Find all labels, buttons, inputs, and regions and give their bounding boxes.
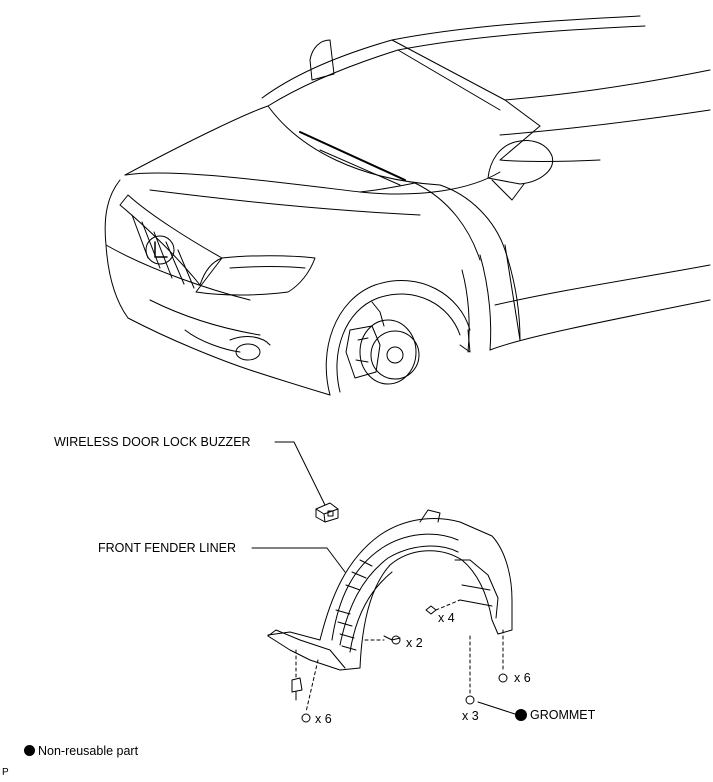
qty-x4: x 4 xyxy=(438,611,455,625)
legend-text: Non-reusable part xyxy=(38,744,139,758)
fender-liner-drawing xyxy=(251,509,513,671)
legend-non-reusable: Non-reusable part xyxy=(24,744,138,758)
grommet-marker-icon xyxy=(515,709,527,721)
buzzer-callout xyxy=(274,441,339,523)
filled-circle-icon xyxy=(24,745,35,756)
qty-x3: x 3 xyxy=(462,709,479,723)
figure-code: P xyxy=(2,767,9,778)
grommet-label: GROMMET xyxy=(530,708,596,722)
buzzer-label: WIRELESS DOOR LOCK BUZZER xyxy=(54,435,251,449)
fasteners xyxy=(291,599,516,723)
vehicle-drawing xyxy=(104,15,711,396)
qty-x6-left: x 6 xyxy=(315,712,332,726)
qty-x6-right: x 6 xyxy=(514,671,531,685)
liner-label: FRONT FENDER LINER xyxy=(98,541,236,555)
qty-x2: x 2 xyxy=(406,636,423,650)
